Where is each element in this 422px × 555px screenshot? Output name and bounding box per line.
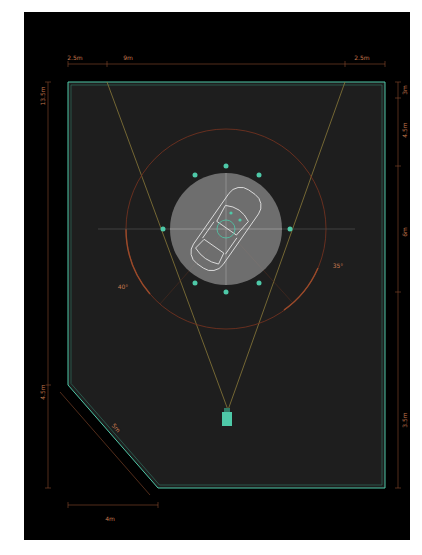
dimension-label: 3m xyxy=(402,84,408,96)
dimension-label: 4.5m xyxy=(40,383,46,400)
dimension-label: 2.5m xyxy=(66,55,83,61)
dimension-label: 4m xyxy=(104,516,116,522)
dimension-label: 4.5m xyxy=(402,121,408,138)
dimension-label: 13.5m xyxy=(40,85,46,106)
dimension-label: 6m xyxy=(402,226,408,238)
dimension-label: 2.5m xyxy=(353,55,370,61)
dimension-label: 9m xyxy=(122,55,134,61)
angle-label: 35° xyxy=(332,263,345,269)
angle-label: 40° xyxy=(117,284,130,290)
dimension-label: 3.5m xyxy=(402,411,408,428)
